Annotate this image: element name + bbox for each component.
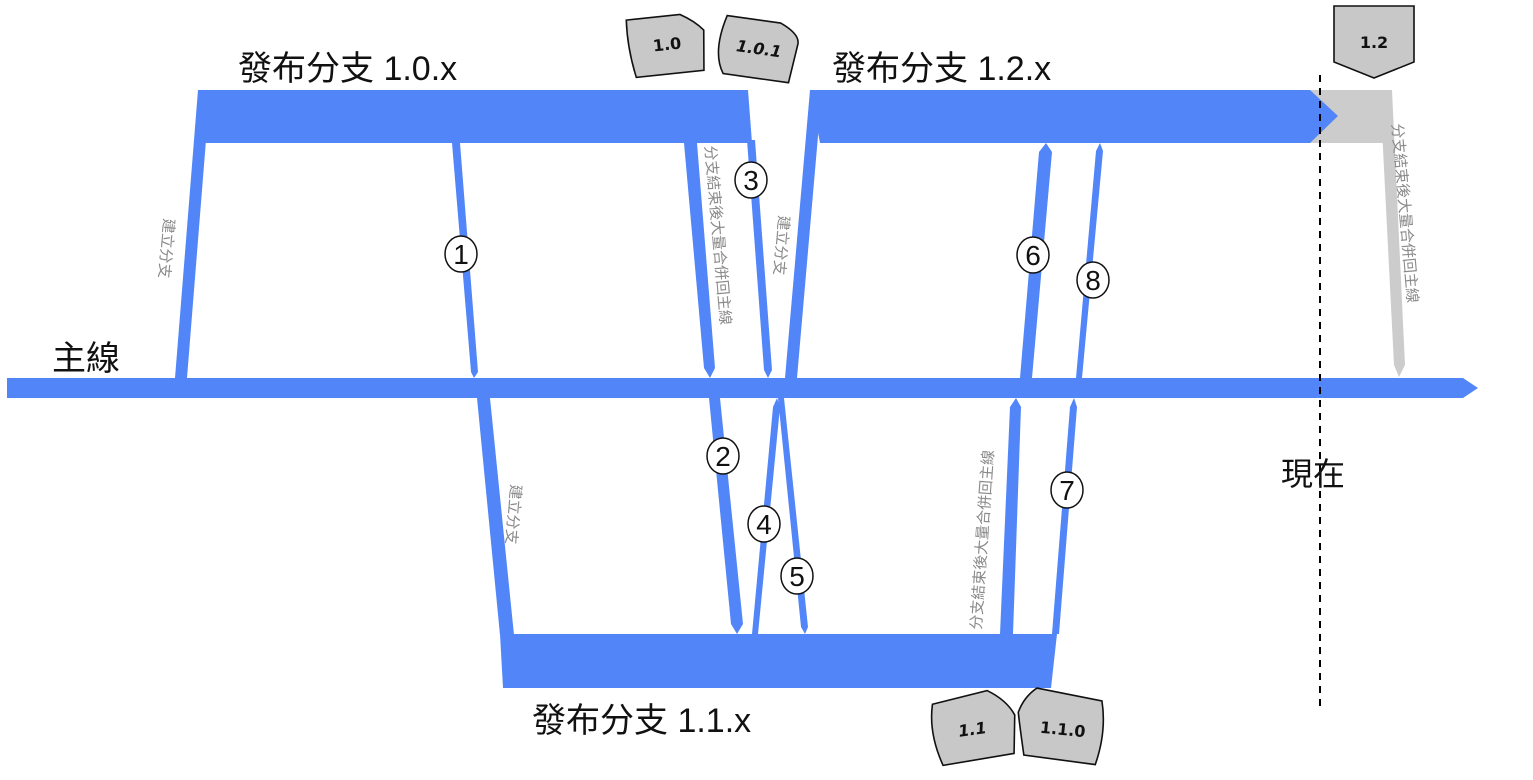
merge-marker-4: 4 xyxy=(747,505,781,543)
merge-5-arrow xyxy=(778,398,808,634)
svg-text:1.1: 1.1 xyxy=(957,718,988,741)
release-11-label: 發布分支 1.1.x xyxy=(532,702,751,740)
svg-text:6: 6 xyxy=(1025,240,1041,271)
release-12-create-branch xyxy=(785,90,822,378)
merge-marker-8: 8 xyxy=(1076,261,1110,299)
release-11-bar xyxy=(500,634,1057,688)
merge-marker-1: 1 xyxy=(444,235,478,273)
merge-marker-7: 7 xyxy=(1050,471,1084,509)
mainline-bar xyxy=(7,378,1478,398)
tag-1-1-0: 1.1.0 xyxy=(1017,687,1105,766)
release-10-merge-back-branch xyxy=(684,143,715,378)
svg-text:8: 8 xyxy=(1085,265,1101,296)
release-11-create-branch xyxy=(477,398,514,635)
svg-text:1: 1 xyxy=(453,239,469,270)
svg-text:1.0: 1.0 xyxy=(652,34,682,56)
create-branch-label-10: 建立分支 xyxy=(155,218,178,279)
merge-marker-6: 6 xyxy=(1016,236,1050,274)
release-10-label: 發布分支 1.0.x xyxy=(238,50,457,88)
svg-text:5: 5 xyxy=(789,561,805,592)
merge-8-arrow xyxy=(1076,143,1103,378)
merge-3-arrow xyxy=(747,140,772,378)
svg-text:3: 3 xyxy=(743,165,759,196)
tag-1-1: 1.1 xyxy=(930,689,1016,767)
svg-text:1.2: 1.2 xyxy=(1360,33,1388,52)
mainline-label: 主線 xyxy=(52,340,120,378)
release-11-merge-back-branch xyxy=(1000,398,1021,634)
svg-text:1.1.0: 1.1.0 xyxy=(1039,718,1086,742)
svg-text:4: 4 xyxy=(756,509,772,540)
merge-7-arrow xyxy=(1052,398,1077,634)
merge-marker-2: 2 xyxy=(706,437,740,475)
release-10-create-branch xyxy=(175,90,210,378)
release-12-bar xyxy=(810,90,1338,143)
create-branch-label-11: 建立分支 xyxy=(502,484,525,545)
tag-1-0-1: 1.0.1 xyxy=(717,14,799,84)
future-merge-back-branch xyxy=(1380,90,1405,377)
release-12-label: 發布分支 1.2.x xyxy=(832,50,1051,88)
merge-marker-3: 3 xyxy=(734,161,768,199)
now-label: 現在 xyxy=(1281,456,1345,492)
svg-text:7: 7 xyxy=(1059,475,1075,506)
tag-1-2: 1.2 xyxy=(1333,5,1415,79)
create-branch-label-12: 建立分支 xyxy=(770,215,793,276)
merge-marker-5: 5 xyxy=(780,557,814,595)
merge-2-arrow xyxy=(709,398,743,634)
merge-back-label-11: 分支結束後大量合併回主線 xyxy=(967,449,998,630)
svg-text:2: 2 xyxy=(715,441,731,472)
tag-1-0: 1.0 xyxy=(625,13,705,79)
release-10-bar xyxy=(198,90,752,143)
